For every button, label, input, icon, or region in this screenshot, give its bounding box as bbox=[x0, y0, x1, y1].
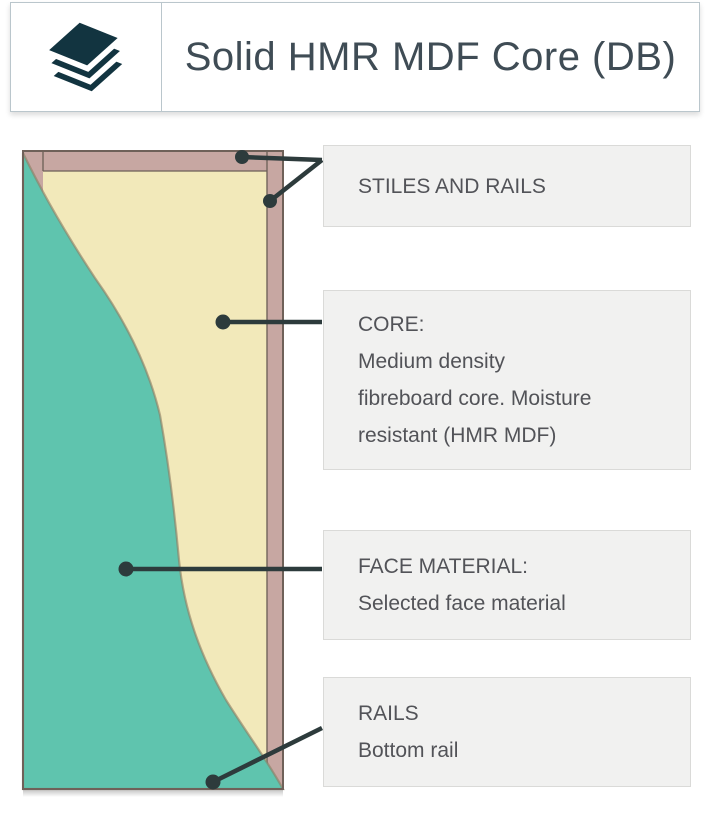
connector-bottom-rail bbox=[212, 725, 323, 785]
label-text: Medium density bbox=[358, 350, 506, 373]
callout-connectors bbox=[118, 150, 324, 790]
header-card: Solid HMR MDF Core (DB) bbox=[10, 2, 700, 112]
label-text: Bottom rail bbox=[358, 739, 459, 762]
label-face-material: FACE MATERIAL: Selected face material bbox=[323, 530, 691, 640]
label-text: fibreboard core. Moisture bbox=[358, 387, 592, 410]
door-outline bbox=[22, 150, 284, 790]
connector-right-stile bbox=[268, 158, 324, 203]
connector-top-rail bbox=[241, 154, 323, 163]
label-text: Selected face material bbox=[358, 592, 566, 615]
label-text: CORE: bbox=[358, 313, 425, 336]
callout-dot-core bbox=[215, 314, 231, 330]
door-shadow bbox=[23, 789, 283, 797]
layers-icon bbox=[49, 22, 123, 92]
callout-dot-top-rail bbox=[235, 150, 249, 164]
label-stiles-and-rails: STILES AND RAILS bbox=[323, 145, 691, 227]
label-rails: RAILS Bottom rail bbox=[323, 677, 691, 787]
header-icon-cell bbox=[11, 3, 162, 111]
label-text: FACE MATERIAL: bbox=[358, 555, 528, 578]
face-material-sheet bbox=[21, 152, 285, 791]
page-title: Solid HMR MDF Core (DB) bbox=[184, 34, 677, 79]
callout-dot-face-material bbox=[118, 561, 134, 577]
label-text: STILES AND RAILS bbox=[358, 174, 546, 198]
label-text: resistant (HMR MDF) bbox=[358, 424, 557, 447]
header-title-cell: Solid HMR MDF Core (DB) bbox=[162, 3, 699, 111]
label-text: RAILS bbox=[358, 702, 419, 725]
callout-dot-bottom-rail bbox=[205, 774, 221, 790]
label-core: CORE: Medium density fibreboard core. Mo… bbox=[323, 290, 691, 470]
callout-dot-right-stile bbox=[263, 194, 277, 208]
